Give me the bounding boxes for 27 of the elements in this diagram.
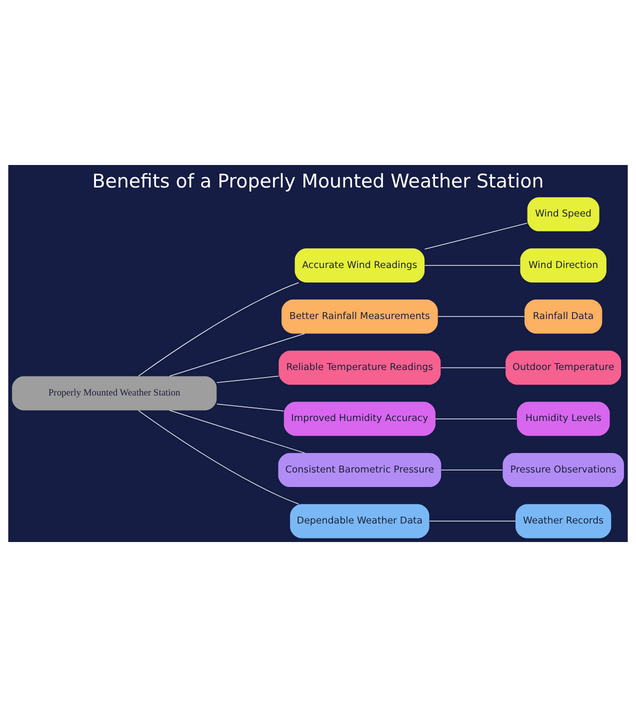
node-box: Reliable Temperature Readings — [278, 350, 441, 385]
connector — [424, 222, 528, 250]
node-box: Rainfall Data — [524, 300, 602, 334]
connector — [138, 410, 300, 504]
node-box: Wind Direction — [520, 248, 606, 282]
connector — [216, 404, 284, 412]
connector — [216, 376, 279, 383]
node-box: Outdoor Temperature — [506, 350, 622, 385]
connector — [138, 282, 300, 376]
diagram-title: Benefits of a Properly Mounted Weather Station — [92, 170, 544, 193]
connector — [429, 520, 516, 522]
connector — [169, 333, 305, 377]
node-box: Accurate Wind Readings — [294, 248, 425, 282]
node-box: Improved Humidity Accuracy — [284, 402, 436, 436]
node-box: Better Rainfall Measurements — [282, 300, 438, 334]
node-box: Properly Mounted Weather Station — [12, 376, 217, 410]
connector — [438, 316, 525, 317]
node-box: Consistent Barometric Pressure — [278, 452, 442, 488]
node-box: Weather Records — [516, 504, 612, 538]
connector — [440, 367, 506, 368]
connector — [424, 265, 520, 266]
node-box: Dependable Weather Data — [290, 504, 430, 538]
connector — [169, 410, 305, 454]
node-box: Pressure Observations — [502, 452, 624, 488]
node-box: Wind Speed — [527, 197, 600, 232]
connector — [435, 418, 518, 420]
node-box: Humidity Levels — [516, 402, 610, 436]
